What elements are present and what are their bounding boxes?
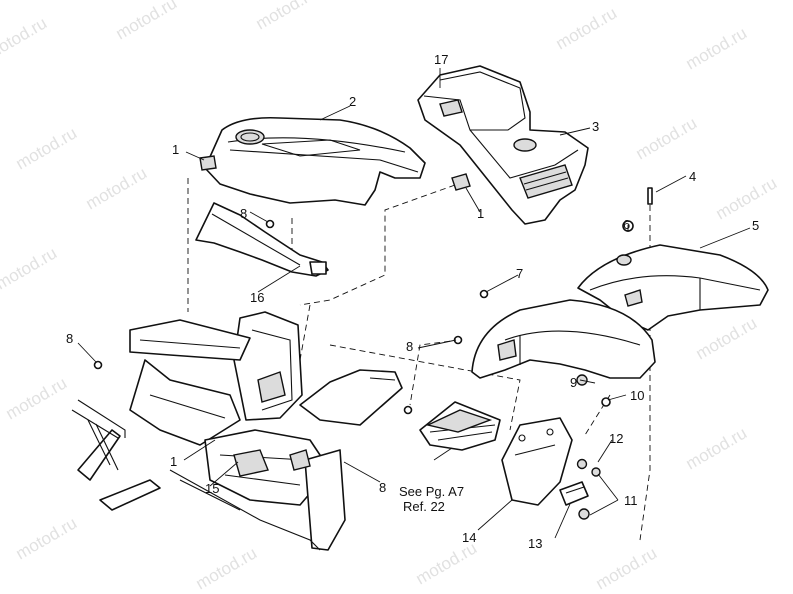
callout-3: 3 <box>592 119 599 134</box>
callout-8: 8 <box>379 480 386 495</box>
callout-6: 6 <box>623 217 630 232</box>
screw-icon <box>403 405 413 415</box>
front-fender-part-7 <box>471 299 656 379</box>
watermark-text: motod.ru <box>83 163 151 213</box>
screw-icon <box>93 360 103 370</box>
callout-13: 13 <box>528 536 542 551</box>
watermark-text: motod.ru <box>713 173 781 223</box>
callout-1: 1 <box>172 142 179 157</box>
callout-8: 8 <box>406 339 413 354</box>
rear-panel-part-3 <box>417 65 589 225</box>
screw-icon <box>479 289 489 299</box>
callout-10: 10 <box>630 388 644 403</box>
screw-icon <box>265 219 275 229</box>
front-panel-part-2 <box>204 116 426 206</box>
watermark-text: motod.ru <box>3 373 71 423</box>
callout-labels: 1 1 1 2 3 4 5 6 7 8 8 8 8 9 10 11 12 13 … <box>66 52 759 551</box>
grommet-icon <box>199 155 217 171</box>
callout-8: 8 <box>66 331 73 346</box>
lower-front-piece-part-16 <box>195 202 329 277</box>
callout-15: 15 <box>205 481 219 496</box>
screw-icon <box>601 397 611 407</box>
watermark-text: motod.ru <box>693 313 761 363</box>
reference-note: See Pg. A7 Ref. 22 <box>399 484 464 514</box>
callout-1: 1 <box>477 206 484 221</box>
watermark-text: motod.ru <box>13 513 81 563</box>
chassis-frame <box>71 311 403 551</box>
callout-7: 7 <box>516 266 523 281</box>
grommet-icon <box>451 173 471 191</box>
callout-17: 17 <box>434 52 448 67</box>
watermark-text: motod.ru <box>193 543 261 593</box>
watermark-text: motod.ru <box>253 0 321 33</box>
rear-fender-part-5 <box>577 244 769 331</box>
nut-icon <box>578 508 590 520</box>
callout-2: 2 <box>349 94 356 109</box>
watermark-text: motod.ru <box>593 543 661 593</box>
reference-note-line-1: See Pg. A7 <box>399 484 464 499</box>
callout-16: 16 <box>250 290 264 305</box>
callout-11: 11 <box>624 493 638 508</box>
footrest-assembly <box>419 401 501 451</box>
watermark-text: motod.ru <box>683 423 751 473</box>
watermark-text: motod.ru <box>633 113 701 163</box>
callout-14: 14 <box>462 530 476 545</box>
watermark-text: motod.ru <box>0 13 50 63</box>
plate-bracket-part-14 <box>501 417 573 506</box>
callout-12: 12 <box>609 431 623 446</box>
nut-icon <box>576 458 588 470</box>
watermark-text: motod.ru <box>0 243 60 293</box>
small-bracket-part-13 <box>559 481 589 506</box>
fasteners <box>93 155 653 520</box>
watermark-text: motod.ru <box>113 0 181 43</box>
leader-lines <box>77 68 751 539</box>
watermark-text: motod.ru <box>683 23 751 73</box>
callout-1: 1 <box>170 454 177 469</box>
callout-4: 4 <box>689 169 696 184</box>
watermark-text: motod.ru <box>413 538 481 588</box>
watermark-text: motod.ru <box>13 123 81 173</box>
screw-icon <box>647 187 653 205</box>
callout-9: 9 <box>570 375 577 390</box>
watermark-text: motod.ru <box>553 3 621 53</box>
callout-5: 5 <box>752 218 759 233</box>
reference-note-line-2: Ref. 22 <box>403 499 445 514</box>
callout-8: 8 <box>240 206 247 221</box>
